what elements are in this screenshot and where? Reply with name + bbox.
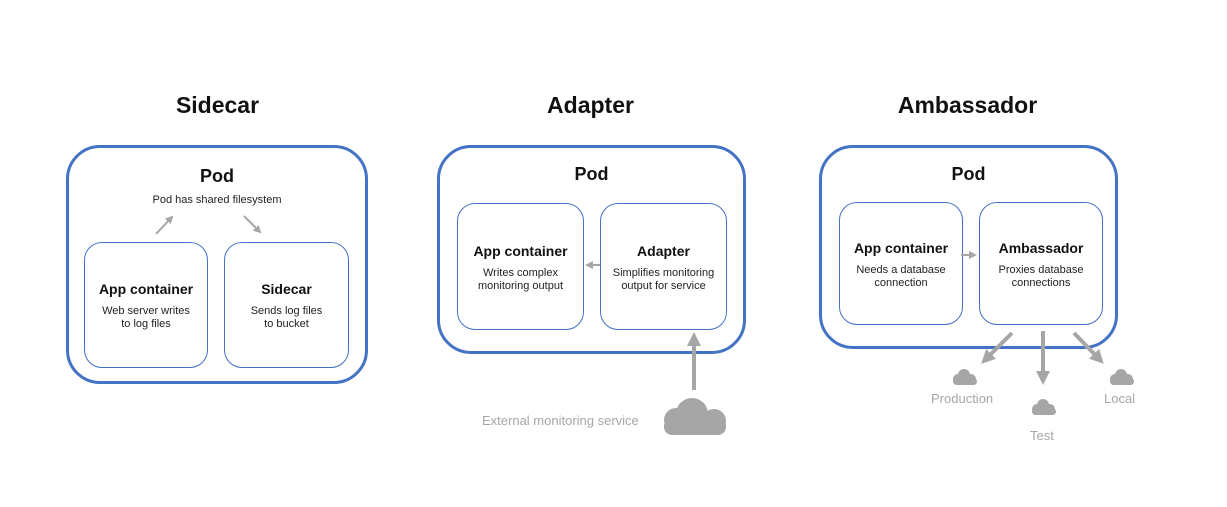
app-container-desc-line2: monitoring output (478, 280, 563, 292)
adapter-section-title: Adapter (547, 92, 634, 118)
app-container-box: App container Writes complex monitoring … (457, 203, 584, 330)
sidecar-box-desc-line2: to bucket (264, 318, 309, 330)
sidecar-box-title: Sidecar (261, 281, 312, 297)
ambassador-box-desc-line1: Proxies database (998, 264, 1084, 276)
ambassador-pod: Pod App container Needs a database conne… (819, 145, 1118, 349)
cloud-icon (1032, 399, 1056, 415)
pod-shared-filesystem-note: Pod has shared filesystem (152, 194, 282, 206)
ambassador-to-local-arrow (1072, 331, 1104, 364)
test-label: Test (1030, 428, 1054, 443)
ambassador-box-title: Ambassador (998, 240, 1084, 256)
sidecar-pod: Pod Pod has shared filesystem App contai… (66, 145, 368, 384)
adapter-box: Adapter Simplifies monitoring output for… (600, 203, 727, 330)
sidecar-box: Sidecar Sends log files to bucket (224, 242, 349, 368)
ambassador-box: Ambassador Proxies database connections (979, 202, 1103, 325)
pod-title: Pod (574, 164, 609, 184)
app-container-desc-line2: to log files (121, 318, 171, 330)
cloud-icon (1110, 369, 1134, 385)
app-container-desc-line2: connection (874, 277, 928, 289)
app-container-desc-line1: Writes complex (483, 267, 558, 279)
ambassador-box-desc-line2: connections (1011, 277, 1071, 289)
ambassador-section-title: Ambassador (897, 92, 1038, 118)
ambassador-to-production-arrow (981, 331, 1014, 364)
adapter-box-desc-line2: output for service (621, 280, 706, 292)
adapter-pod: Pod App container Writes complex monitor… (437, 145, 746, 354)
shared-fs-arrow-down (243, 215, 262, 234)
cloud-icon (664, 398, 726, 435)
sidecar-section-title: Sidecar (175, 92, 260, 118)
pod-title: Pod (951, 164, 986, 184)
production-label: Production (931, 391, 994, 406)
cloud-icon (953, 369, 977, 385)
app-container-box: App container Needs a database connectio… (839, 202, 963, 325)
app-container-title: App container (853, 240, 949, 256)
adapter-box-desc-line1: Simplifies monitoring (612, 267, 715, 279)
app-container-title: App container (473, 243, 568, 259)
pod-title: Pod (200, 166, 234, 186)
external-monitoring-service-label: External monitoring service (482, 413, 639, 428)
adapter-box-title: Adapter (637, 243, 690, 259)
local-label: Local (1104, 391, 1136, 406)
app-container-box: App container Web server writes to log f… (84, 242, 208, 368)
app-container-desc-line1: Needs a database (856, 264, 946, 276)
app-container-desc-line1: Web server writes (102, 305, 190, 317)
app-container-title: App container (98, 281, 194, 297)
shared-fs-arrow-up (155, 215, 174, 235)
sidecar-box-desc-line1: Sends log files (250, 305, 323, 317)
